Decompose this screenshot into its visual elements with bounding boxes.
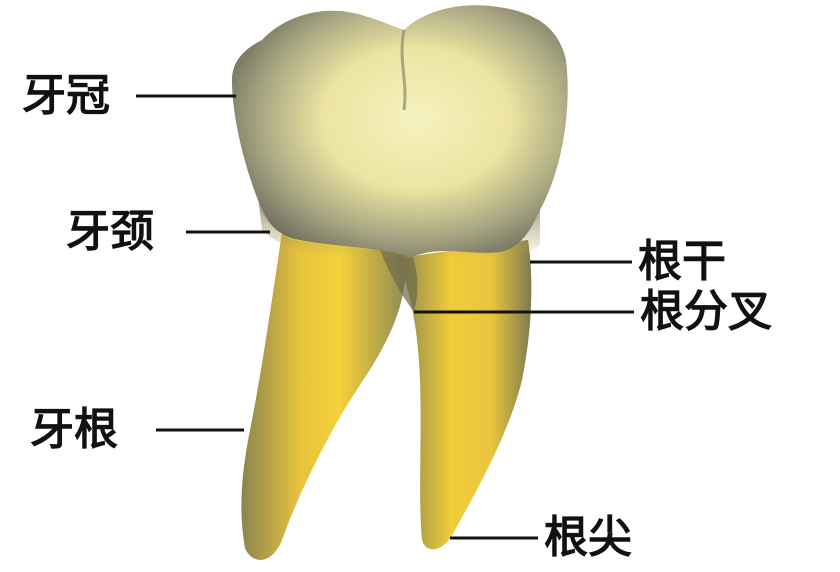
label-root-furcation: 根分叉 <box>640 286 772 337</box>
label-neck: 牙颈 <box>66 206 154 257</box>
label-crown: 牙冠 <box>22 70 110 121</box>
label-root: 牙根 <box>30 404 118 455</box>
label-root-trunk: 根干 <box>638 236 726 287</box>
leader-lines <box>136 94 634 540</box>
mesial-root <box>241 232 406 560</box>
crown-shape <box>232 5 568 259</box>
distal-root <box>398 240 532 550</box>
label-root-apex: 根尖 <box>544 512 632 563</box>
